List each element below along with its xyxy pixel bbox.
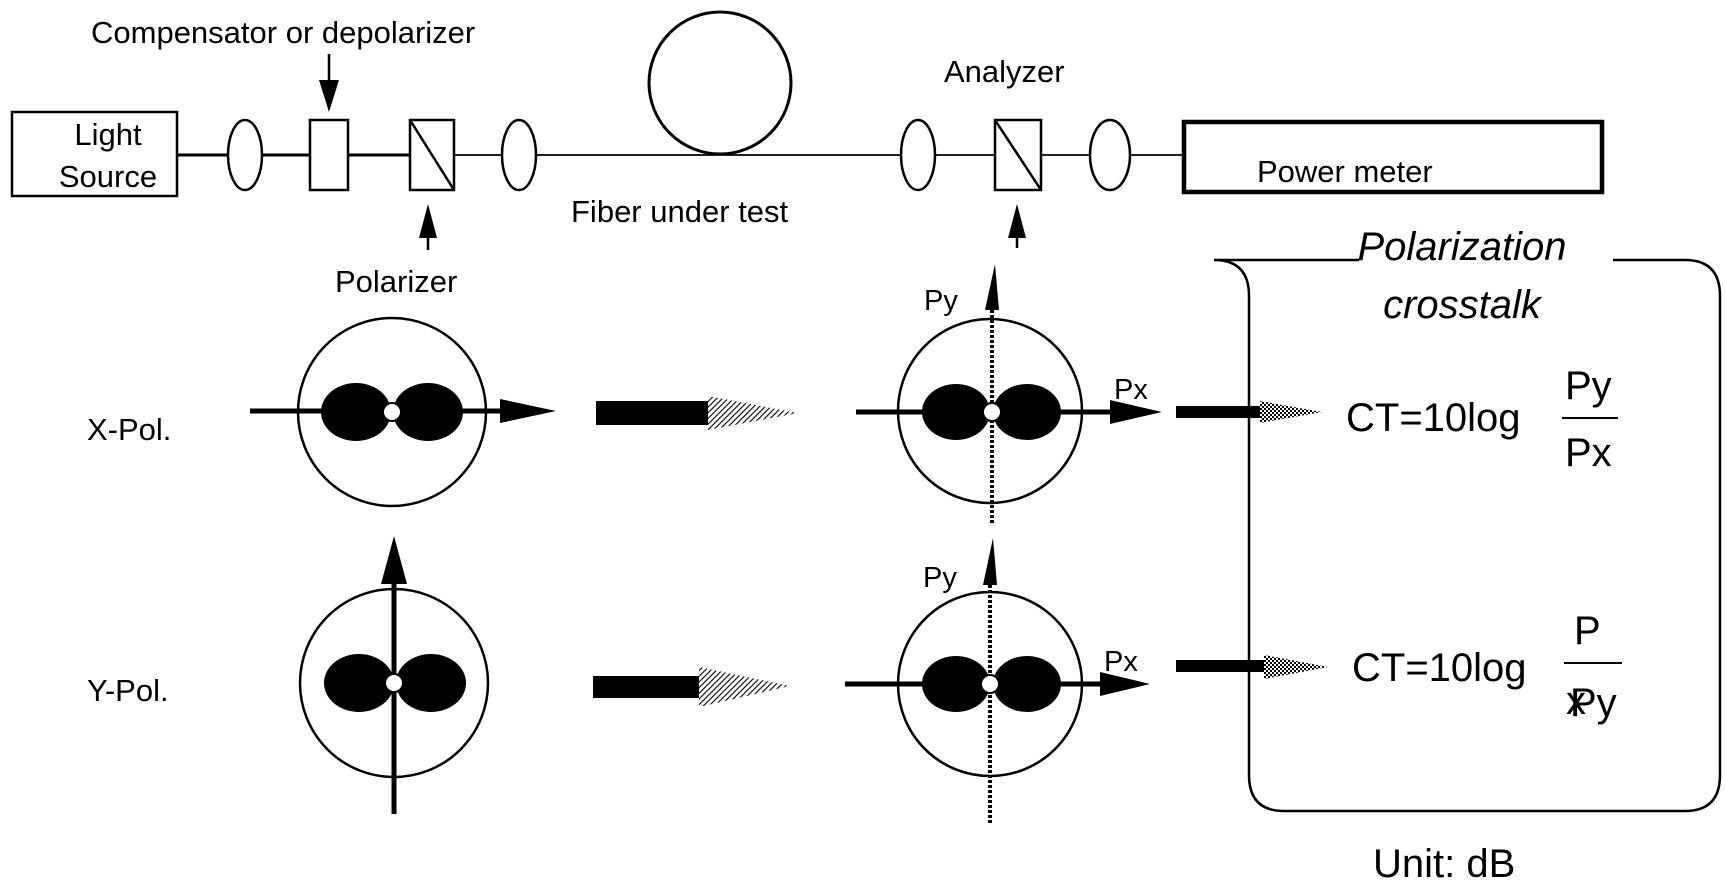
polarizer-label: Polarizer <box>335 264 457 299</box>
x-pol-label: X-Pol. <box>87 412 171 447</box>
py-label-y: Py <box>923 562 957 594</box>
power-meter-label: Power meter <box>1257 154 1433 189</box>
formula-x-denominator: Px <box>1565 431 1612 475</box>
fiber-cross-section-input-y <box>298 536 490 814</box>
compensator-pointer-arrow <box>319 54 339 112</box>
compensator-label: Compensator or depolarizer <box>91 15 475 50</box>
formula-y: CT=10log P x Py <box>1352 609 1622 725</box>
y-pol-label: Y-Pol. <box>87 673 169 708</box>
crosstalk-title-line1: Polarization <box>1357 225 1566 269</box>
analyzer-pointer-arrow <box>1008 204 1026 248</box>
fiber-cross-section-output-x <box>856 264 1162 523</box>
analyzer-icon <box>993 118 1043 192</box>
propagation-arrow-y <box>593 667 790 707</box>
light-source-box <box>10 110 179 198</box>
lens-icon <box>500 118 538 192</box>
power-meter-box <box>1181 119 1605 195</box>
fiber-cross-section-input-x <box>250 316 556 508</box>
px-label-y: Px <box>1104 646 1138 678</box>
propagation-arrow-x <box>596 396 798 430</box>
crosstalk-box <box>1213 258 1722 813</box>
unit-label: Unit: dB <box>1373 842 1515 885</box>
formula-y-overlap: x <box>1566 679 1586 723</box>
formula-x-prefix: CT=10log <box>1346 396 1521 440</box>
light-source-label-line2: Source <box>59 159 157 194</box>
fiber-label: Fiber under test <box>571 194 788 229</box>
py-label-x: Py <box>924 285 958 317</box>
light-source-label-line1: Light <box>74 117 142 152</box>
formula-x-numerator: Py <box>1565 364 1612 408</box>
lens-icon <box>226 118 264 192</box>
compensator-icon <box>308 118 350 192</box>
px-label-x: Px <box>1114 374 1148 406</box>
formula-y-prefix: CT=10log <box>1352 646 1527 690</box>
detection-arrow-x <box>1176 401 1322 423</box>
fiber-coil-icon <box>647 10 793 156</box>
detection-arrow-y <box>1176 655 1328 679</box>
formula-y-numerator: P <box>1574 609 1601 653</box>
analyzer-label: Analyzer <box>944 54 1065 89</box>
polarizer-icon <box>408 118 456 192</box>
polarizer-pointer-arrow <box>419 204 437 250</box>
lens-icon <box>1088 118 1132 192</box>
formula-y-denominator: Py <box>1570 681 1617 725</box>
formula-x: CT=10log Py Px <box>1346 364 1618 475</box>
crosstalk-title-line2: crosstalk <box>1383 283 1543 327</box>
fiber-cross-section-output-y <box>845 538 1150 823</box>
lens-icon <box>899 118 937 192</box>
